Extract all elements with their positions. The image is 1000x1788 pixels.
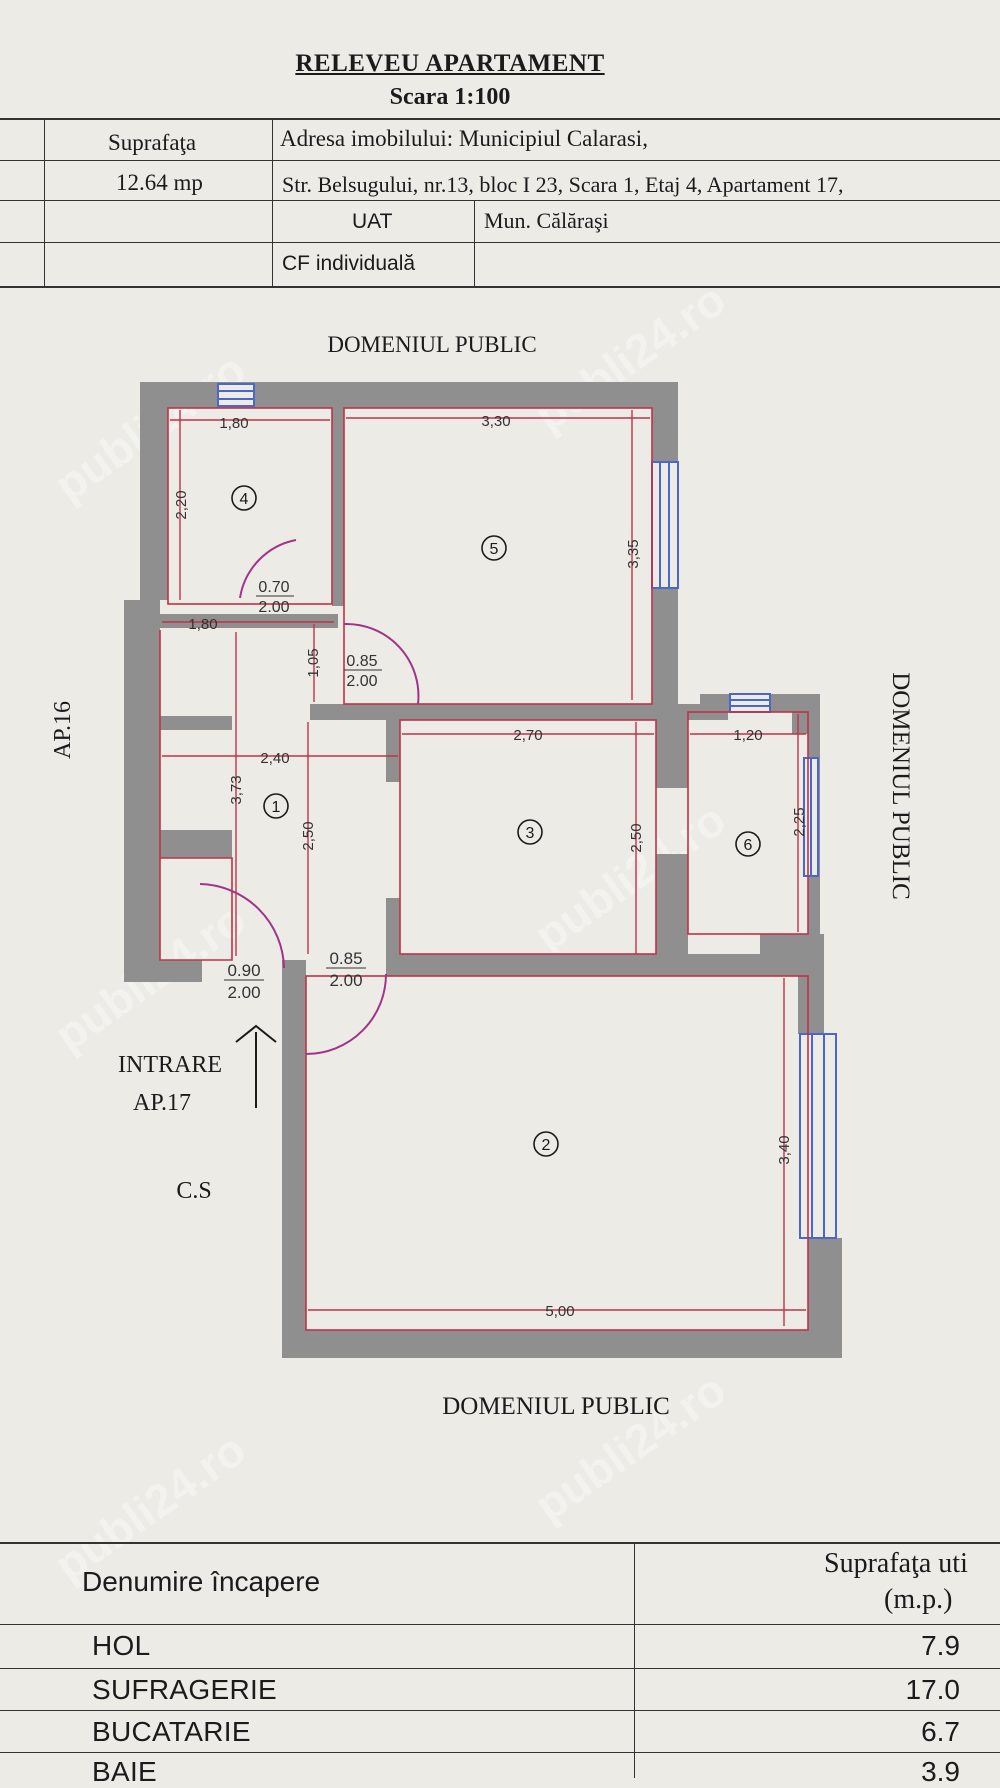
dim-2-40: 2,40 [260,750,289,767]
dim-2-25: 2,25 [791,807,808,836]
surface-label: Suprafaţa [108,130,197,155]
header-table: Suprafaţa 12.64 mp Adresa imobilului: Mu… [0,118,1000,288]
room-number-2: 2 [542,1137,551,1154]
cf-label: CF individuală [282,252,416,275]
uat-value: Mun. Călăraşi [484,208,609,233]
dim-1-80-mid: 1,80 [188,616,217,633]
document-scale: Scara 1:100 [389,84,511,110]
label-ap16: AP.16 [50,701,76,759]
door-entry-width: 0.90 [227,961,260,980]
door-labels: 0.70 2.00 0.85 2.00 0.90 2.00 0.85 2.00 [224,579,382,1002]
label-right-public: DOMENIUL PUBLIC [887,672,914,900]
dim-3-35: 3,35 [625,539,642,568]
surface-value: 12.64 mp [116,170,203,195]
dim-2-70: 2,70 [513,727,542,744]
door-2-height: 2.00 [329,971,362,990]
cs-label: C.S [176,1178,211,1204]
door-2-width: 0.85 [329,949,362,968]
door-4-width: 0.70 [258,579,289,596]
floor-plan: 1,80 3,30 2,20 3,35 1,80 1,05 2,40 2,70 … [50,332,914,1420]
room-number-5: 5 [490,541,499,558]
address-line-1: Adresa imobilului: Municipiul Calarasi, [280,126,648,151]
room-area-baie: 3.9 [921,1756,960,1787]
room-area-hol: 7.9 [921,1630,960,1661]
dimension-labels: 1,80 3,30 2,20 3,35 1,80 1,05 2,40 2,70 … [173,413,808,1320]
dim-3-73: 3,73 [228,775,245,804]
dim-1-05: 1,05 [305,648,322,677]
room-name-hol: HOL [92,1630,151,1661]
door-5-width: 0.85 [346,653,377,670]
rooms-table: Denumire încapere Suprafaţa uti (m.p.) H… [0,1542,1000,1787]
dimension-lines [162,410,806,1326]
room-numbers: 4 5 1 3 6 2 [240,491,753,1154]
col-room-name: Denumire încapere [82,1566,321,1597]
dim-1-80-top: 1,80 [219,415,248,432]
dim-5-00: 5,00 [545,1303,574,1320]
room-number-4: 4 [240,491,249,508]
dim-3-30: 3,30 [481,413,510,430]
room-name-bucatarie: BUCATARIE [92,1716,251,1747]
door-swings [199,539,420,1055]
col-area-line-2: (m.p.) [884,1584,953,1615]
entrance-label-2: AP.17 [133,1090,191,1116]
door-entry-height: 2.00 [227,983,260,1002]
door-5-height: 2.00 [346,673,377,690]
dim-2-50-b: 2,50 [628,823,645,852]
address-line-2: Str. Belsugului, nr.13, bloc I 23, Scara… [282,172,844,197]
dim-1-20: 1,20 [733,727,762,744]
entrance-arrow-icon [235,1024,277,1108]
uat-label: UAT [352,210,393,233]
door-4-height: 2.00 [258,599,289,616]
document-title: RELEVEU APARTAMENT [295,50,605,77]
dim-2-20: 2,20 [173,490,190,519]
room-outlines [159,407,809,1331]
room-number-1: 1 [272,799,281,816]
room-name-sufragerie: SUFRAGERIE [92,1674,278,1705]
room-area-bucatarie: 6.7 [921,1716,960,1747]
room-number-6: 6 [744,837,753,854]
walls [124,382,842,1358]
dim-2-50-a: 2,50 [300,821,317,850]
room-area-sufragerie: 17.0 [905,1674,961,1705]
room-number-3: 3 [526,825,535,842]
dim-3-40: 3,40 [776,1135,793,1164]
room-markers [231,485,761,1157]
room-name-baie: BAIE [92,1756,158,1787]
label-top-public: DOMENIUL PUBLIC [327,332,536,357]
col-area-line-1: Suprafaţa uti [824,1548,968,1579]
windows [217,383,837,1239]
label-bottom-public: DOMENIUL PUBLIC [442,1393,670,1420]
entrance-label-1: INTRARE [118,1052,222,1078]
